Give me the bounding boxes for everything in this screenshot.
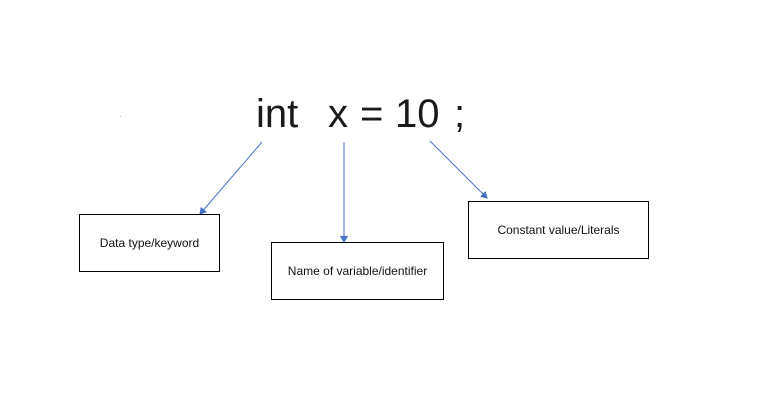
stray-dot xyxy=(120,116,121,117)
arrow-to-value-label xyxy=(429,140,488,199)
identifier-label: Name of variable/identifier xyxy=(287,264,428,278)
literal-label: Constant value/Literals xyxy=(497,223,620,237)
code-assignment-operator: = xyxy=(360,92,384,136)
code-literal-value: 10 xyxy=(395,92,440,136)
literal-label-box: Constant value/Literals xyxy=(468,201,649,259)
code-type-keyword: int xyxy=(256,92,299,136)
identifier-label-box: Name of variable/identifier xyxy=(271,242,444,300)
data-type-label: Data type/keyword xyxy=(99,236,200,250)
data-type-label-box: Data type/keyword xyxy=(79,214,220,272)
code-semicolon: ; xyxy=(454,92,466,136)
arrow-to-type-label xyxy=(199,141,263,215)
code-identifier: x xyxy=(328,92,348,136)
